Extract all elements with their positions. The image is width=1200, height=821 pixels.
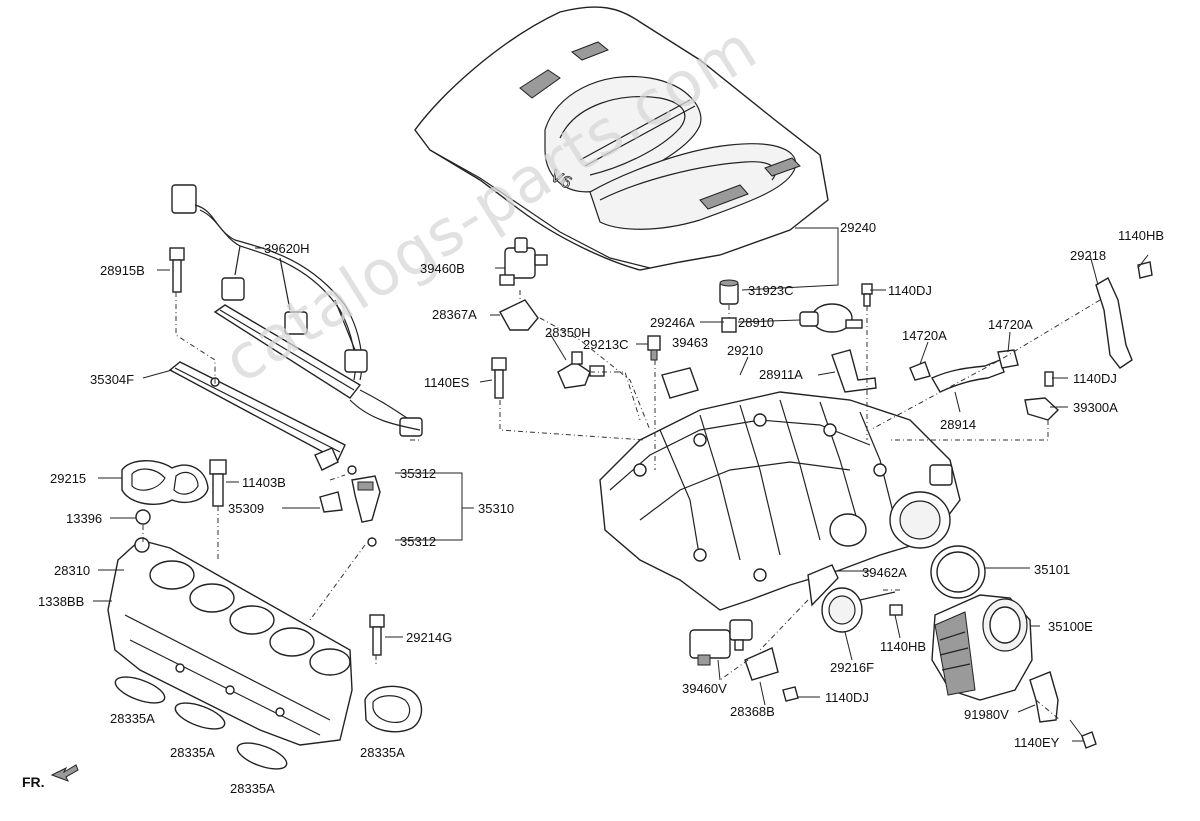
- part-label-1140es[interactable]: 1140ES: [424, 375, 470, 390]
- part-label-35101[interactable]: 35101: [1034, 562, 1071, 577]
- part-label-39463[interactable]: 39463: [672, 335, 709, 350]
- gasket-28335a-2[interactable]: [172, 698, 228, 735]
- part-label-14720a-right[interactable]: 14720A: [988, 317, 1033, 332]
- bolt-11403b[interactable]: [209, 459, 227, 507]
- bracket-39463[interactable]: [661, 367, 699, 399]
- part-label-1140dj-top[interactable]: 1140DJ: [888, 283, 932, 298]
- part-label-13396[interactable]: 13396: [66, 511, 103, 526]
- part-label-35312-top[interactable]: 35312: [400, 466, 437, 481]
- part-label-1338bb[interactable]: 1338BB: [38, 594, 85, 609]
- part-label-1140hb-lower[interactable]: 1140HB: [880, 639, 927, 654]
- part-label-35309[interactable]: 35309: [228, 501, 265, 516]
- leader-lines: [93, 227, 1149, 742]
- gasket-28335a-1[interactable]: [112, 672, 168, 709]
- bolt-1140hb-lower[interactable]: [889, 604, 903, 616]
- part-label-31923c[interactable]: 31923C: [748, 283, 794, 298]
- part-label-1140hb-top[interactable]: 1140HB: [1118, 228, 1165, 243]
- part-label-28368b[interactable]: 28368B: [730, 704, 775, 719]
- assembly-guide-lines: [142, 290, 1101, 721]
- manifold-actuator[interactable]: [807, 564, 896, 633]
- part-label-28367a[interactable]: 28367A: [432, 307, 477, 322]
- bolt-1140dj-top[interactable]: [861, 283, 873, 307]
- front-arrow-icon: [50, 764, 79, 782]
- part-label-29213c[interactable]: 29213C: [583, 337, 629, 352]
- part-label-28335a-4[interactable]: 28335A: [360, 745, 405, 760]
- part-label-91980v[interactable]: 91980V: [964, 707, 1009, 722]
- part-label-29240[interactable]: 29240: [840, 220, 877, 235]
- throttle-gasket[interactable]: [930, 545, 986, 599]
- part-label-14720a-left[interactable]: 14720A: [902, 328, 947, 343]
- part-label-35304f[interactable]: 35304F: [90, 372, 135, 387]
- part-label-35310[interactable]: 35310: [478, 501, 515, 516]
- part-label-35100e[interactable]: 35100E: [1048, 619, 1093, 634]
- part-label-28310[interactable]: 28310: [54, 563, 91, 578]
- part-label-28910[interactable]: 28910: [738, 315, 775, 330]
- part-label-28914[interactable]: 28914: [940, 417, 977, 432]
- bracket-28911a[interactable]: [831, 349, 877, 393]
- bracket-28368b[interactable]: [744, 647, 799, 702]
- part-label-39460v[interactable]: 39460V: [682, 681, 727, 696]
- hose-28914[interactable]: [909, 349, 1019, 393]
- part-label-29215[interactable]: 29215: [50, 471, 87, 486]
- part-label-11403b[interactable]: 11403B: [242, 475, 286, 490]
- part-label-28350h[interactable]: 28350H: [545, 325, 591, 340]
- part-label-39300a[interactable]: 39300A: [1073, 400, 1118, 415]
- solenoid-valve-lower[interactable]: [689, 619, 753, 666]
- solenoid-valve-upper[interactable]: [499, 237, 548, 286]
- bracket-28367a[interactable]: [499, 299, 539, 331]
- part-label-28335a-2[interactable]: 28335A: [170, 745, 215, 760]
- part-label-28335a-3[interactable]: 28335A: [230, 781, 275, 796]
- purge-solenoid[interactable]: [721, 303, 863, 333]
- cover-grommet[interactable]: [719, 279, 739, 305]
- fuel-injector[interactable]: [351, 475, 381, 523]
- injector-orings[interactable]: [347, 465, 377, 547]
- wiring-harness[interactable]: [171, 184, 423, 437]
- part-label-29216f[interactable]: 29216F: [830, 660, 875, 675]
- injector-clip[interactable]: [319, 491, 343, 513]
- pcv-valve[interactable]: [557, 351, 605, 389]
- engine-cover[interactable]: V6: [414, 6, 829, 271]
- part-label-28911a[interactable]: 28911A: [759, 367, 803, 382]
- part-label-29218[interactable]: 29218: [1070, 248, 1107, 263]
- part-label-39620h[interactable]: 39620H: [264, 241, 310, 256]
- part-label-35312-bottom[interactable]: 35312: [400, 534, 437, 549]
- part-label-28915b[interactable]: 28915B: [100, 263, 145, 278]
- part-label-39462a[interactable]: 39462A: [862, 565, 907, 580]
- gasket-28335a-4[interactable]: [364, 685, 423, 733]
- lower-intake-manifold[interactable]: [107, 537, 353, 746]
- part-label-1140dj-right[interactable]: 1140DJ: [1073, 371, 1117, 386]
- sensor-39300a[interactable]: [1024, 371, 1060, 421]
- part-label-39460b[interactable]: 39460B: [420, 261, 465, 276]
- bolt-29214g[interactable]: [369, 614, 385, 656]
- bracket-29218[interactable]: [1095, 261, 1153, 369]
- part-label-1140ey[interactable]: 1140EY: [1014, 735, 1060, 750]
- front-direction-label: FR.: [22, 774, 45, 790]
- throttle-bracket[interactable]: [1029, 671, 1097, 749]
- part-label-29246a[interactable]: 29246A: [650, 315, 695, 330]
- gasket-28335a-3[interactable]: [234, 738, 290, 775]
- bolt-1140es[interactable]: [491, 357, 507, 399]
- throttle-body[interactable]: [931, 594, 1033, 701]
- sensor-29213c[interactable]: [647, 335, 661, 361]
- part-label-29210[interactable]: 29210: [727, 343, 764, 358]
- part-label-1140dj-bottom[interactable]: 1140DJ: [825, 690, 869, 705]
- fuel-rail[interactable]: [168, 304, 421, 471]
- gasket-29215[interactable]: [121, 460, 209, 506]
- bolt-28915b[interactable]: [169, 247, 185, 293]
- part-label-28335a-1[interactable]: 28335A: [110, 711, 155, 726]
- part-label-29214g[interactable]: 29214G: [406, 630, 453, 645]
- nut-13396[interactable]: [135, 509, 151, 525]
- intake-manifold[interactable]: [599, 391, 961, 611]
